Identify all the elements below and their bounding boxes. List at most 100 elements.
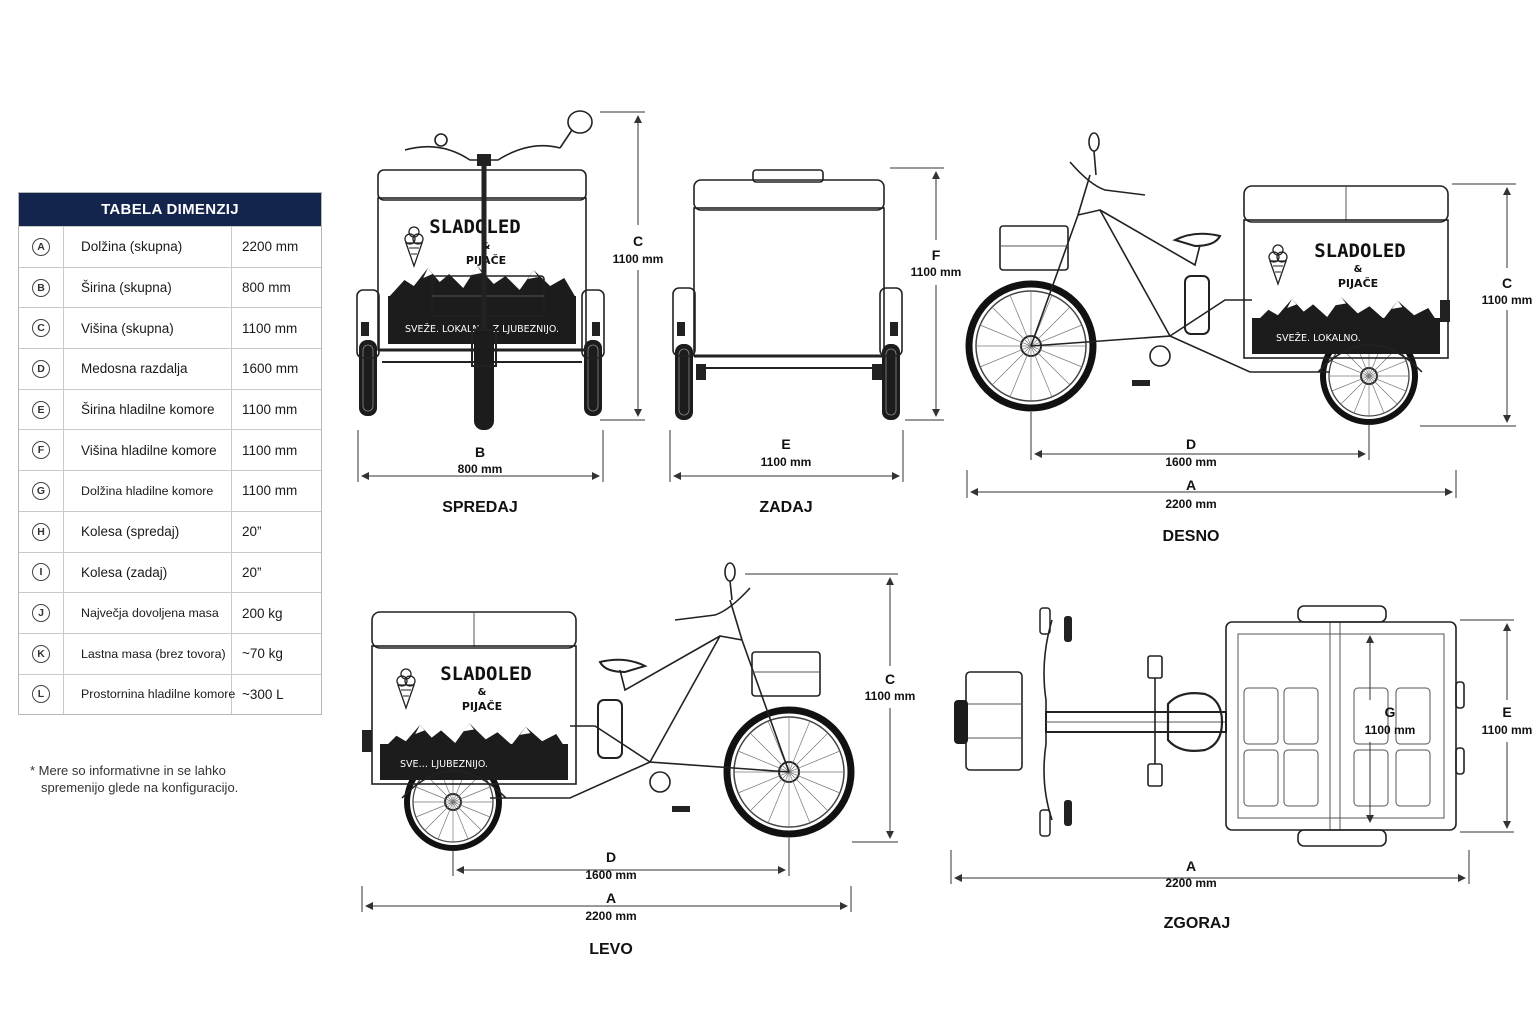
right-dim-d-letter: D (1186, 436, 1196, 452)
left-slogan: SVE… LJUBEZNIJO. (400, 759, 488, 770)
row-key-badge: D (32, 359, 50, 378)
rear-dim-f-letter: F (932, 247, 941, 263)
right-view: SVEŽE. LOKALNO. SLADOLED & PIJAČE (969, 132, 1450, 422)
top-dim-g-value: 1100 mm (1365, 723, 1416, 737)
left-brand-amp: & (478, 687, 487, 698)
footnote-line-1: * Mere so informativne in se lahko (30, 763, 226, 778)
right-dimensions: C 1100 mm D 1600 mm A 2200 mm (966, 183, 1532, 511)
row-key-badge: G (32, 481, 50, 500)
row-value: 20” (242, 564, 262, 580)
row-label: Največja dovoljena masa (64, 593, 232, 633)
view-title-top: ZGORAJ (1164, 915, 1231, 932)
front-dim-c-value: 1100 mm (613, 252, 664, 266)
row-label: Kolesa (zadaj) (64, 552, 232, 593)
row-value: 200 kg (242, 605, 283, 621)
left-dim-a-letter: A (606, 890, 616, 906)
rear-dimensions: F 1100 mm E 1100 mm (669, 167, 962, 482)
row-key-cell: I (19, 552, 64, 593)
row-key-cell: E (19, 389, 64, 430)
row-key-badge: A (32, 237, 50, 256)
table-row: K Lastna masa (brez tovora) ~70 kg (19, 632, 321, 674)
left-dim-a-value: 2200 mm (585, 909, 636, 923)
row-key-cell: B (19, 267, 64, 308)
row-key-cell: H (19, 511, 64, 552)
row-label: Dolžina (skupna) (64, 227, 232, 267)
front-dim-b-letter: B (475, 444, 485, 460)
row-key-cell: A (19, 227, 64, 267)
row-key-cell: F (19, 430, 64, 471)
rear-view (672, 169, 903, 421)
row-key-badge: K (32, 644, 50, 663)
right-brand-name: SLADOLED (1314, 240, 1406, 262)
row-value: 1100 mm (242, 320, 298, 336)
table-row: I Kolesa (zadaj) 20” (19, 551, 321, 593)
row-label: Dolžina hladilne komore (64, 471, 232, 511)
row-key-cell: G (19, 471, 64, 511)
table-row: D Medosna razdalja 1600 mm (19, 348, 321, 389)
row-label: Lastna masa (brez tovora) (64, 633, 232, 674)
row-key-cell: D (19, 349, 64, 389)
view-title-left: LEVO (589, 941, 633, 958)
row-value: 1100 mm (242, 442, 298, 458)
row-label: Kolesa (spredaj) (64, 511, 232, 552)
row-label: Višina (skupna) (64, 308, 232, 349)
left-dim-d-letter: D (606, 849, 616, 865)
row-key-cell: C (19, 308, 64, 349)
left-brand-name: SLADOLED (440, 663, 532, 685)
left-dim-c-letter: C (885, 671, 895, 687)
row-key-badge: E (32, 400, 50, 419)
right-brand-amp: & (1354, 264, 1363, 275)
row-key-badge: B (32, 278, 50, 297)
row-key-cell: K (19, 633, 64, 674)
front-view: SVEŽE. LOKALNO. Z LJUBEZNIJO. SLADOLED &… (356, 110, 605, 430)
rear-dim-e-value: 1100 mm (761, 455, 812, 469)
top-dim-a-value: 2200 mm (1165, 876, 1216, 890)
row-label: Medosna razdalja (64, 349, 232, 389)
row-key-cell: J (19, 593, 64, 633)
row-key-badge: I (32, 563, 50, 582)
row-value: 2200 mm (242, 239, 299, 255)
table-row: F Višina hladilne komore 1100 mm (19, 429, 321, 471)
top-dim-a-letter: A (1186, 858, 1196, 874)
row-value: 20” (242, 524, 262, 540)
row-value: ~300 L (242, 686, 284, 702)
left-dim-d-value: 1600 mm (585, 868, 636, 882)
rear-dim-f-value: 1100 mm (911, 265, 962, 279)
top-view (954, 605, 1465, 847)
view-title-front: SPREDAJ (442, 499, 518, 516)
row-label: Širina hladilne komore (64, 389, 232, 430)
row-label: Višina hladilne komore (64, 430, 232, 471)
left-dim-c-value: 1100 mm (865, 689, 916, 703)
row-key-badge: F (32, 441, 50, 460)
right-dim-a-letter: A (1186, 477, 1196, 493)
footnote: * Mere so informativne in se lahko sprem… (30, 762, 330, 796)
right-dim-c-letter: C (1502, 275, 1512, 291)
row-label: Prostornina hladilne komore (64, 674, 235, 715)
top-dim-e-value: 1100 mm (1482, 723, 1533, 737)
top-dim-g-letter: G (1385, 704, 1396, 720)
row-key-badge: C (32, 319, 50, 338)
left-view: SVE… LJUBEZNIJO. SLADOLED & PIJAČE (362, 562, 851, 848)
left-brand-sub: PIJAČE (462, 700, 502, 713)
front-brand-name: SLADOLED (429, 216, 521, 238)
top-dimensions: G 1100 mm E 1100 mm A 2200 mm (950, 619, 1533, 890)
table-row: L Prostornina hladilne komore ~300 L (19, 673, 321, 715)
right-dim-d-value: 1600 mm (1165, 455, 1216, 469)
right-dim-a-value: 2200 mm (1165, 497, 1216, 511)
row-value: ~70 kg (242, 646, 283, 662)
view-title-right: DESNO (1163, 528, 1220, 545)
row-key-cell: L (19, 674, 64, 715)
row-value: 1600 mm (242, 361, 299, 377)
table-title: TABELA DIMENZIJ (19, 193, 321, 226)
rear-dim-e-letter: E (781, 436, 790, 452)
top-dim-e-letter: E (1502, 704, 1511, 720)
front-dim-c-letter: C (633, 233, 643, 249)
row-key-badge: L (32, 685, 50, 704)
